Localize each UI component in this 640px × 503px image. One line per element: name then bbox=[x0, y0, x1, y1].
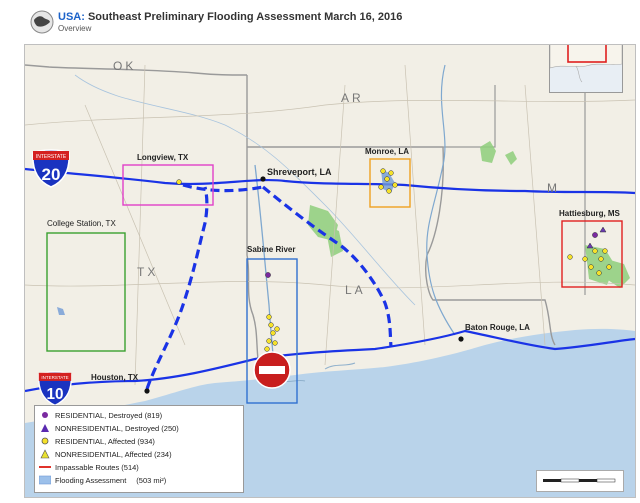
locator-extent-box bbox=[567, 45, 607, 63]
interstate-10 bbox=[25, 329, 635, 393]
label-hattiesburg: Hattiesburg, MS bbox=[559, 209, 620, 218]
interstate-10-shield-icon: INTERSTATE 10 bbox=[38, 371, 72, 406]
legend-row-nonres-affected: NONRESIDENTIAL, Affected (234) bbox=[39, 448, 172, 460]
city-dot-baton-rouge bbox=[458, 336, 464, 342]
state-border-ms bbox=[443, 65, 586, 295]
area-box-longview bbox=[122, 164, 214, 206]
area-box-monroe bbox=[369, 158, 411, 208]
river-mississippi bbox=[426, 64, 456, 336]
shield-20-number: 20 bbox=[42, 165, 61, 184]
map-header: USA: Southeast Preliminary Flooding Asse… bbox=[24, 6, 544, 38]
locator-inset-map bbox=[549, 45, 623, 93]
red-line-icon bbox=[39, 462, 51, 472]
label-sabine-river: Sabine River bbox=[247, 245, 296, 254]
scale-bar-svg bbox=[543, 478, 616, 483]
legend-label: Impassable Routes (514) bbox=[55, 462, 139, 472]
label-monroe: Monroe, LA bbox=[365, 147, 409, 156]
scale-bar bbox=[536, 470, 624, 492]
dashed-route-houston-longview bbox=[145, 186, 209, 390]
damage-points bbox=[176, 168, 612, 358]
city-dot-shreveport bbox=[260, 176, 266, 182]
state-border-ok-tx bbox=[25, 64, 248, 76]
minor-roads bbox=[25, 64, 635, 386]
forest-areas bbox=[308, 141, 630, 288]
city-dot-houston bbox=[144, 388, 150, 394]
locator-inset-svg bbox=[550, 45, 622, 83]
state-label-ar: AR bbox=[341, 91, 364, 105]
area-box-hattiesburg bbox=[561, 220, 623, 288]
legend-row-res-affected: RESIDENTIAL, Affected (934) bbox=[39, 435, 155, 447]
legend-row-res-destroyed: RESIDENTIAL, Destroyed (819) bbox=[39, 409, 162, 421]
globe-logo-icon bbox=[30, 10, 54, 34]
state-label-ms: M bbox=[547, 181, 560, 195]
no-entry-icon bbox=[253, 351, 291, 389]
legend-label: RESIDENTIAL, Affected (934) bbox=[55, 436, 155, 446]
label-houston: Houston, TX bbox=[91, 373, 139, 382]
state-border-la-ms bbox=[424, 146, 556, 346]
dashed-route-longview-shreveport bbox=[182, 183, 264, 193]
legend-label: Flooding Assessment bbox=[55, 475, 127, 485]
state-border-tx-la bbox=[246, 75, 262, 376]
shield-10-number: 10 bbox=[47, 386, 64, 403]
legend-row-nonres-destroyed: NONRESIDENTIAL, Destroyed (250) bbox=[39, 422, 179, 434]
area-box-sabine bbox=[246, 258, 298, 404]
shield-20-caption: INTERSTATE bbox=[36, 154, 67, 160]
interstate-20-shield-icon: INTERSTATE 20 bbox=[32, 149, 70, 188]
legend-value: (503 mi²) bbox=[136, 475, 167, 485]
map-subtitle: Overview bbox=[58, 24, 92, 33]
title-text: Southeast Preliminary Flooding Assessmen… bbox=[87, 11, 403, 23]
blue-area-icon bbox=[38, 475, 52, 485]
legend-label: NONRESIDENTIAL, Affected (234) bbox=[55, 449, 172, 459]
label-longview: Longview, TX bbox=[137, 153, 189, 162]
title-country: USA: bbox=[58, 11, 85, 23]
shield-10-caption: INTERSTATE bbox=[41, 375, 68, 380]
map-title: USA: Southeast Preliminary Flooding Asse… bbox=[58, 11, 402, 23]
state-label-ok: OK bbox=[113, 59, 137, 73]
dashed-route-shreveport-south bbox=[261, 185, 393, 348]
legend-label: NONRESIDENTIAL, Destroyed (250) bbox=[55, 423, 179, 433]
state-label-la: LA bbox=[345, 283, 366, 297]
yellow-ring-icon bbox=[39, 436, 51, 446]
river-red bbox=[74, 74, 416, 306]
label-shreveport: Shreveport, LA bbox=[267, 167, 332, 177]
area-box-college-station bbox=[46, 232, 126, 352]
legend-row-flooding: Flooding Assessment (503 mi²) bbox=[38, 474, 167, 486]
state-label-tx: TX bbox=[137, 265, 159, 279]
label-baton-rouge: Baton Rouge, LA bbox=[465, 323, 530, 332]
map-legend: RESIDENTIAL, Destroyed (819) NONRESIDENT… bbox=[34, 405, 244, 493]
river-sabine bbox=[254, 164, 276, 376]
label-college-station: College Station, TX bbox=[47, 219, 116, 228]
legend-label: RESIDENTIAL, Destroyed (819) bbox=[55, 410, 163, 420]
legend-row-impassable: Impassable Routes (514) bbox=[39, 461, 139, 473]
interstate-20 bbox=[25, 167, 635, 195]
purple-dot-icon bbox=[39, 410, 51, 420]
yellow-triangle-icon bbox=[39, 449, 51, 459]
purple-triangle-icon bbox=[39, 423, 51, 433]
